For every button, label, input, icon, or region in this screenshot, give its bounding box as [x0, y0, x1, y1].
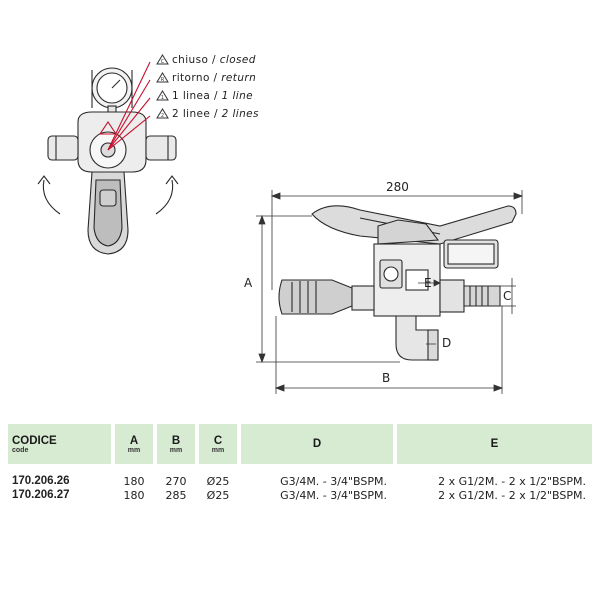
- spec-table: CODICE code A mm B mm C mm D E 170.206.2…: [8, 424, 592, 502]
- header-a: A mm: [115, 424, 153, 464]
- selector-indicator: [98, 61, 151, 151]
- triangle-c-icon: C: [156, 54, 169, 65]
- cell-e: 2 x G1/2M. - 2 x 1/2"BSPM.: [438, 488, 586, 502]
- header-d: D: [241, 424, 393, 464]
- dimension-lines: [256, 190, 524, 394]
- cell-d: G3/4M. - 3/4"BSPM.: [280, 474, 387, 488]
- front-view: [47, 67, 177, 255]
- table-row: 170.206.26 180 270 Ø25 G3/4M. - 3/4"BSPM…: [8, 464, 592, 488]
- header-c: C mm: [199, 424, 237, 464]
- cell-a: 180: [123, 488, 145, 502]
- cell-b: 285: [165, 488, 187, 502]
- triangle-2-icon: 2: [156, 108, 169, 119]
- legend-label: ritorno / return: [172, 72, 257, 84]
- dimension-c-label: C: [503, 289, 512, 303]
- legend-item-1-line: 1 1 linea / 1 line: [150, 88, 290, 106]
- dimension-b-label: B: [382, 371, 391, 385]
- dimension-e-label: E: [424, 276, 432, 290]
- svg-text:2: 2: [161, 113, 164, 119]
- svg-text:1: 1: [161, 95, 164, 101]
- header-code: CODICE code: [8, 424, 111, 464]
- svg-text:C: C: [161, 59, 165, 65]
- header-b: B mm: [157, 424, 195, 464]
- table-row: 170.206.27 180 285 Ø25 G3/4M. - 3/4"BSPM…: [8, 488, 592, 502]
- cell-c: Ø25: [206, 474, 230, 488]
- legend-label: chiuso / closed: [172, 54, 256, 66]
- cell-code: 170.206.26: [12, 475, 70, 487]
- triangle-1-icon: 1: [156, 90, 169, 101]
- side-view: [278, 205, 517, 361]
- legend-item-return: R ritorno / return: [150, 70, 290, 88]
- legend-label: 2 linee / 2 lines: [172, 108, 259, 120]
- cell-a: 180: [123, 474, 145, 488]
- cell-code: 170.206.27: [12, 489, 70, 501]
- dimension-d-label: D: [442, 336, 452, 350]
- cell-b: 270: [165, 474, 187, 488]
- technical-drawing: [37, 61, 524, 394]
- triangle-r-icon: R: [156, 72, 169, 83]
- header-e: E: [397, 424, 592, 464]
- table-header: CODICE code A mm B mm C mm D E: [8, 424, 592, 464]
- cell-e: 2 x G1/2M. - 2 x 1/2"BSPM.: [438, 474, 586, 488]
- legend-label: 1 linea / 1 line: [172, 90, 253, 102]
- cell-c: Ø25: [206, 488, 230, 502]
- selector-legend: C chiuso / closed R ritorno / return 1 1…: [150, 52, 290, 124]
- cell-d: G3/4M. - 3/4"BSPM.: [280, 488, 387, 502]
- rotation-arrows: [37, 175, 179, 215]
- dimension-overall-label: 280: [386, 180, 409, 194]
- dimension-a-label: A: [244, 276, 253, 290]
- legend-item-closed: C chiuso / closed: [150, 52, 290, 70]
- legend-item-2-lines: 2 2 linee / 2 lines: [150, 106, 290, 124]
- svg-text:R: R: [161, 77, 165, 83]
